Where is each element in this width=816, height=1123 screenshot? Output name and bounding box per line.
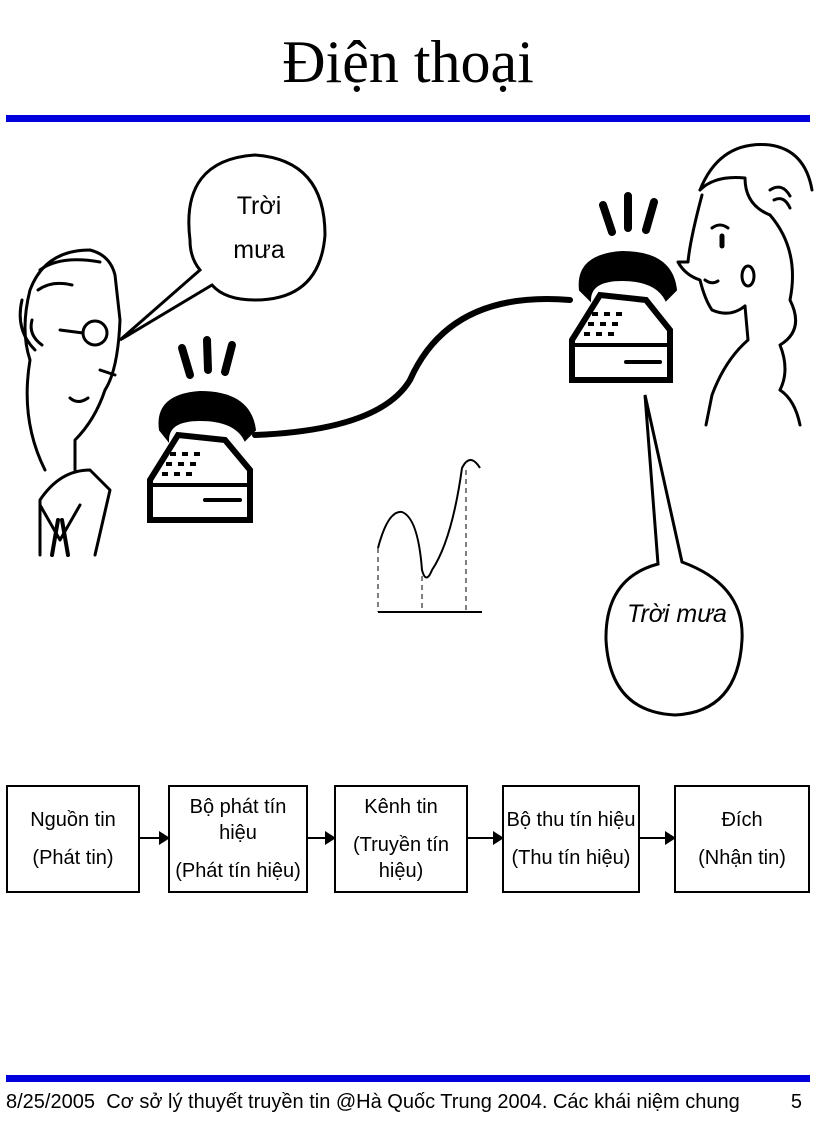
bubble-right-text: Trời mưa [627, 600, 727, 628]
flow-box-receiver: Bộ thu tín hiệu (Thu tín hiệu) [502, 785, 640, 893]
flow-box-transmitter: Bộ phát tín hiệu (Phát tín hiệu) [168, 785, 308, 893]
flow-box-title: Kênh tin [364, 796, 438, 818]
sender-telephone-icon [147, 336, 257, 523]
page-number: 5 [790, 1091, 802, 1113]
slide-title: Điện thoại [282, 29, 534, 95]
flow-box-title: Nguồn tin [30, 809, 116, 831]
signal-waveform [377, 459, 482, 613]
flow-arrow [468, 831, 504, 845]
flow-box-source: Nguồn tin (Phát tin) [6, 785, 140, 893]
flow-box-subtitle: (Phát tín hiệu) [175, 860, 301, 882]
bottom-rule [6, 1075, 810, 1082]
flow-arrow [640, 831, 676, 845]
communication-flow: Nguồn tin (Phát tin) Bộ phát tín hiệu (P… [0, 785, 816, 897]
top-rule [6, 115, 810, 122]
phone-cable [252, 296, 573, 438]
sender-person-icon [18, 248, 122, 557]
flow-box-subtitle: (Nhận tin) [698, 847, 786, 869]
flow-box-subtitle: (Phát tin) [32, 847, 114, 869]
flow-box-title: Đích [721, 809, 763, 831]
flow-arrow [140, 831, 170, 845]
flow-box-channel: Kênh tin (Truyền tín hiệu) [334, 785, 468, 893]
footer-date: 8/25/2005 [6, 1091, 95, 1113]
footer-caption: Cơ sở lý thuyết truyền tin @Hà Quốc Trun… [106, 1091, 740, 1113]
flow-box-title: Bộ phát tín hiệu [189, 796, 287, 844]
flow-box-destination: Đích (Nhận tin) [674, 785, 810, 893]
flow-box-subtitle: (Thu tín hiệu) [511, 847, 631, 869]
flow-box-title: Bộ thu tín hiệu [506, 809, 636, 831]
speech-bubble-left [119, 153, 327, 342]
flow-box-subtitle: (Truyền tín hiệu) [353, 834, 449, 882]
receiver-person-icon [676, 143, 814, 427]
flow-arrow [308, 831, 336, 845]
bubble-left-text: Trời mưa [233, 192, 285, 264]
speech-bubble-right [604, 394, 744, 717]
telephone-illustration [18, 143, 814, 717]
receiver-telephone-icon [569, 192, 678, 383]
